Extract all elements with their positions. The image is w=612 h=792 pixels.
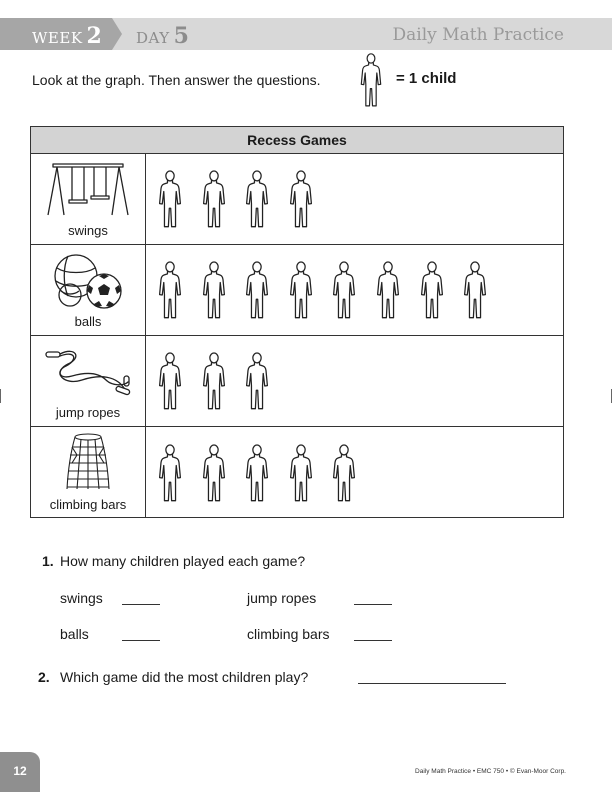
page-number: 12 — [13, 764, 27, 778]
child-figure-icon — [243, 351, 271, 411]
week-label: WEEK — [32, 29, 83, 47]
day-label: DAY — [136, 29, 170, 47]
answer-label-swings: swings — [60, 590, 103, 606]
day-number: 5 — [173, 23, 189, 49]
icon-area — [146, 336, 563, 426]
question-1-text: How many children played each game? — [60, 553, 306, 569]
answer-blank-swings[interactable] — [122, 604, 160, 605]
category-cell: jump ropes — [31, 336, 146, 426]
child-figure-icon — [330, 260, 358, 320]
child-figure-icon — [156, 260, 184, 320]
category-label: balls — [74, 314, 102, 329]
graph-row-swings: swings — [31, 154, 563, 245]
answer-blank-climbing-bars[interactable] — [354, 640, 392, 641]
graph-row-balls: balls — [31, 245, 563, 336]
graph-row-jump-ropes: jump ropes — [31, 336, 563, 427]
edge-mark-left — [0, 389, 1, 403]
icon-area — [146, 154, 563, 244]
category-label: climbing bars — [49, 497, 127, 512]
child-figure-icon — [358, 52, 384, 108]
answer-label-balls: balls — [60, 626, 89, 642]
page-number-tab: 12 — [0, 752, 40, 792]
child-figure-icon — [200, 351, 228, 411]
category-label: jump ropes — [55, 405, 121, 420]
child-figure-icon — [287, 443, 315, 503]
balls-icon — [54, 254, 122, 309]
category-cell: swings — [31, 154, 146, 244]
jump-rope-icon — [45, 350, 131, 396]
child-figure-icon — [287, 169, 315, 229]
child-figure-icon — [461, 260, 489, 320]
category-cell: balls — [31, 245, 146, 335]
pictograph-table: Recess Games swings — [30, 126, 564, 518]
swing-set-icon — [47, 163, 129, 216]
icon-area — [146, 427, 563, 518]
icon-area — [146, 245, 563, 335]
instruction-text: Look at the graph. Then answer the quest… — [32, 72, 321, 88]
week-tab — [0, 18, 122, 50]
child-figure-icon — [200, 169, 228, 229]
category-label: swings — [68, 223, 108, 238]
child-figure-icon — [156, 169, 184, 229]
child-figure-icon — [418, 260, 446, 320]
child-figure-icon — [330, 443, 358, 503]
key-legend: = 1 child — [396, 70, 457, 87]
category-cell: climbing bars — [31, 427, 146, 518]
answer-label-jump-ropes: jump ropes — [247, 590, 317, 606]
question-2-number: 2. — [38, 669, 50, 685]
header-title: Daily Math Practice — [392, 25, 564, 45]
answer-blank-most-played[interactable] — [358, 683, 506, 684]
child-figure-icon — [374, 260, 402, 320]
child-figure-icon — [156, 443, 184, 503]
question-2-text: Which game did the most children play? — [60, 669, 309, 685]
answer-blank-balls[interactable] — [122, 640, 160, 641]
question-1-number: 1. — [42, 553, 54, 569]
child-figure-icon — [243, 169, 271, 229]
footer-credit: Daily Math Practice • EMC 750 • © Evan-M… — [415, 768, 566, 775]
child-figure-icon — [200, 443, 228, 503]
child-figure-icon — [243, 260, 271, 320]
child-figure-icon — [200, 260, 228, 320]
child-figure-icon — [243, 443, 271, 503]
graph-row-climbing-bars: climbing bars — [31, 427, 563, 518]
answer-blank-jump-ropes[interactable] — [354, 604, 392, 605]
child-figure-icon — [156, 351, 184, 411]
child-figure-icon — [287, 260, 315, 320]
climbing-dome-icon — [66, 433, 110, 490]
week-number: 2 — [86, 23, 102, 49]
graph-title: Recess Games — [31, 127, 563, 154]
answer-label-climbing-bars: climbing bars — [247, 626, 330, 642]
